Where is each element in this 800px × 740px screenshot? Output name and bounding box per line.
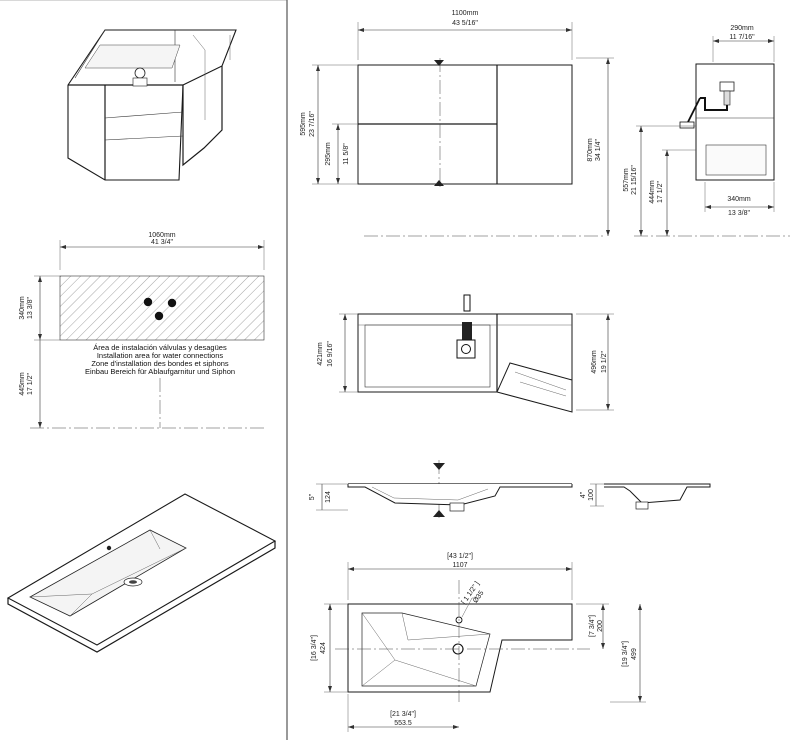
- tap-hole: [106, 545, 112, 551]
- dim-557-mm: 557mm: [623, 168, 630, 192]
- water-connection-hole: [143, 297, 153, 307]
- open-drawer: [496, 362, 573, 413]
- installation-note-en: Installation area for water connections: [97, 351, 224, 360]
- drain-connection-hole: [154, 311, 164, 321]
- dim-section-left-in: 5": [309, 493, 316, 500]
- dim-top-width-mm: 1107: [452, 562, 467, 569]
- dim-870-mm: 870mm: [587, 138, 594, 162]
- dim-top-width-in: [43 1/2"]: [447, 553, 473, 560]
- dim-section-right-mm: 100: [588, 489, 595, 501]
- basin-isometric-view: [6, 493, 277, 653]
- dim-top-left-mm: 424: [320, 642, 327, 654]
- dim-290-mm: 290mm: [730, 25, 754, 32]
- dim-445-in: 17 1/2": [27, 373, 34, 395]
- dim-595-in: 23 7/16": [309, 111, 316, 137]
- dim-340-side-in: 13 3/8": [728, 210, 750, 217]
- dim-top-mid-in: [7 3/4"]: [589, 615, 596, 637]
- dim-595-mm: 595mm: [300, 112, 307, 136]
- dim-section-right-in: 4": [580, 491, 587, 498]
- dim-top-mid-mm: 200: [597, 620, 604, 632]
- installation-note-es: Área de instalación válvulas y desagües: [93, 343, 227, 352]
- dim-445-mm: 445mm: [19, 372, 26, 396]
- dim-496-in: 19 1/2": [601, 351, 608, 373]
- plan-view: 421mm 16 9/16" 496mm 19 1/2": [317, 294, 614, 413]
- dim-444-in: 17 1/2": [657, 181, 664, 203]
- wall-installation-view: 1060mm 41 3/4" Área de instalación válvu…: [19, 232, 266, 429]
- dim-section-left-mm: 124: [325, 491, 332, 503]
- side-section-view: 290mm 11 7/16" 557mm 21 15/16" 444mm 17 …: [623, 25, 790, 237]
- dim-bowl-mm: 553.5: [394, 720, 412, 727]
- dim-870-in: 34 1/4": [595, 139, 602, 161]
- installation-area-hatch: [59, 275, 265, 341]
- installation-note-de: Einbau Bereich für Ablaufgarnitur und Si…: [85, 367, 235, 376]
- dim-421-in: 16 9/16": [327, 341, 334, 367]
- dim-295-mm: 295mm: [325, 142, 332, 166]
- dim-295-in: 11 5/8": [343, 143, 350, 165]
- dim-340-mm: 340mm: [19, 296, 26, 320]
- dim-top-right-in: [19 3/4"]: [622, 641, 629, 667]
- dim-557-in: 21 15/16": [631, 165, 638, 195]
- dim-1100-mm: 1100mm: [452, 10, 479, 17]
- bowl-outline: [361, 612, 491, 687]
- dim-340-side-mm: 340mm: [727, 196, 751, 203]
- front-elevation-view: 1100mm 43 5/16" 595mm 23 7/16" 295mm 11 …: [300, 10, 614, 237]
- water-connection-hole: [167, 298, 177, 308]
- dim-bowl-in: [21 3/4"]: [390, 711, 416, 718]
- basin-section-view: 5" 124 4" 100: [309, 460, 711, 520]
- installation-note-fr: Zone d'installation des bondes et siphon…: [91, 359, 229, 368]
- dim-496-mm: 496mm: [591, 350, 598, 374]
- dim-1060-mm: 1060mm: [148, 232, 175, 239]
- dim-444-mm: 444mm: [649, 180, 656, 204]
- dim-290-in: 11 7/16": [729, 34, 755, 41]
- vanity-isometric-view: [67, 29, 237, 181]
- dim-1100-in: 43 5/16": [452, 20, 478, 27]
- dim-top-right-mm: 499: [631, 648, 638, 660]
- basin-top-view: [43 1/2"] 1107 [ 1 1/2" ] Ø35 [16 3/4"] …: [311, 553, 646, 732]
- dim-1060-in: 41 3/4": [151, 239, 173, 246]
- dim-421-mm: 421mm: [317, 342, 324, 366]
- dim-340-in: 13 3/8": [27, 297, 34, 319]
- dim-top-left-in: [16 3/4"]: [311, 635, 318, 661]
